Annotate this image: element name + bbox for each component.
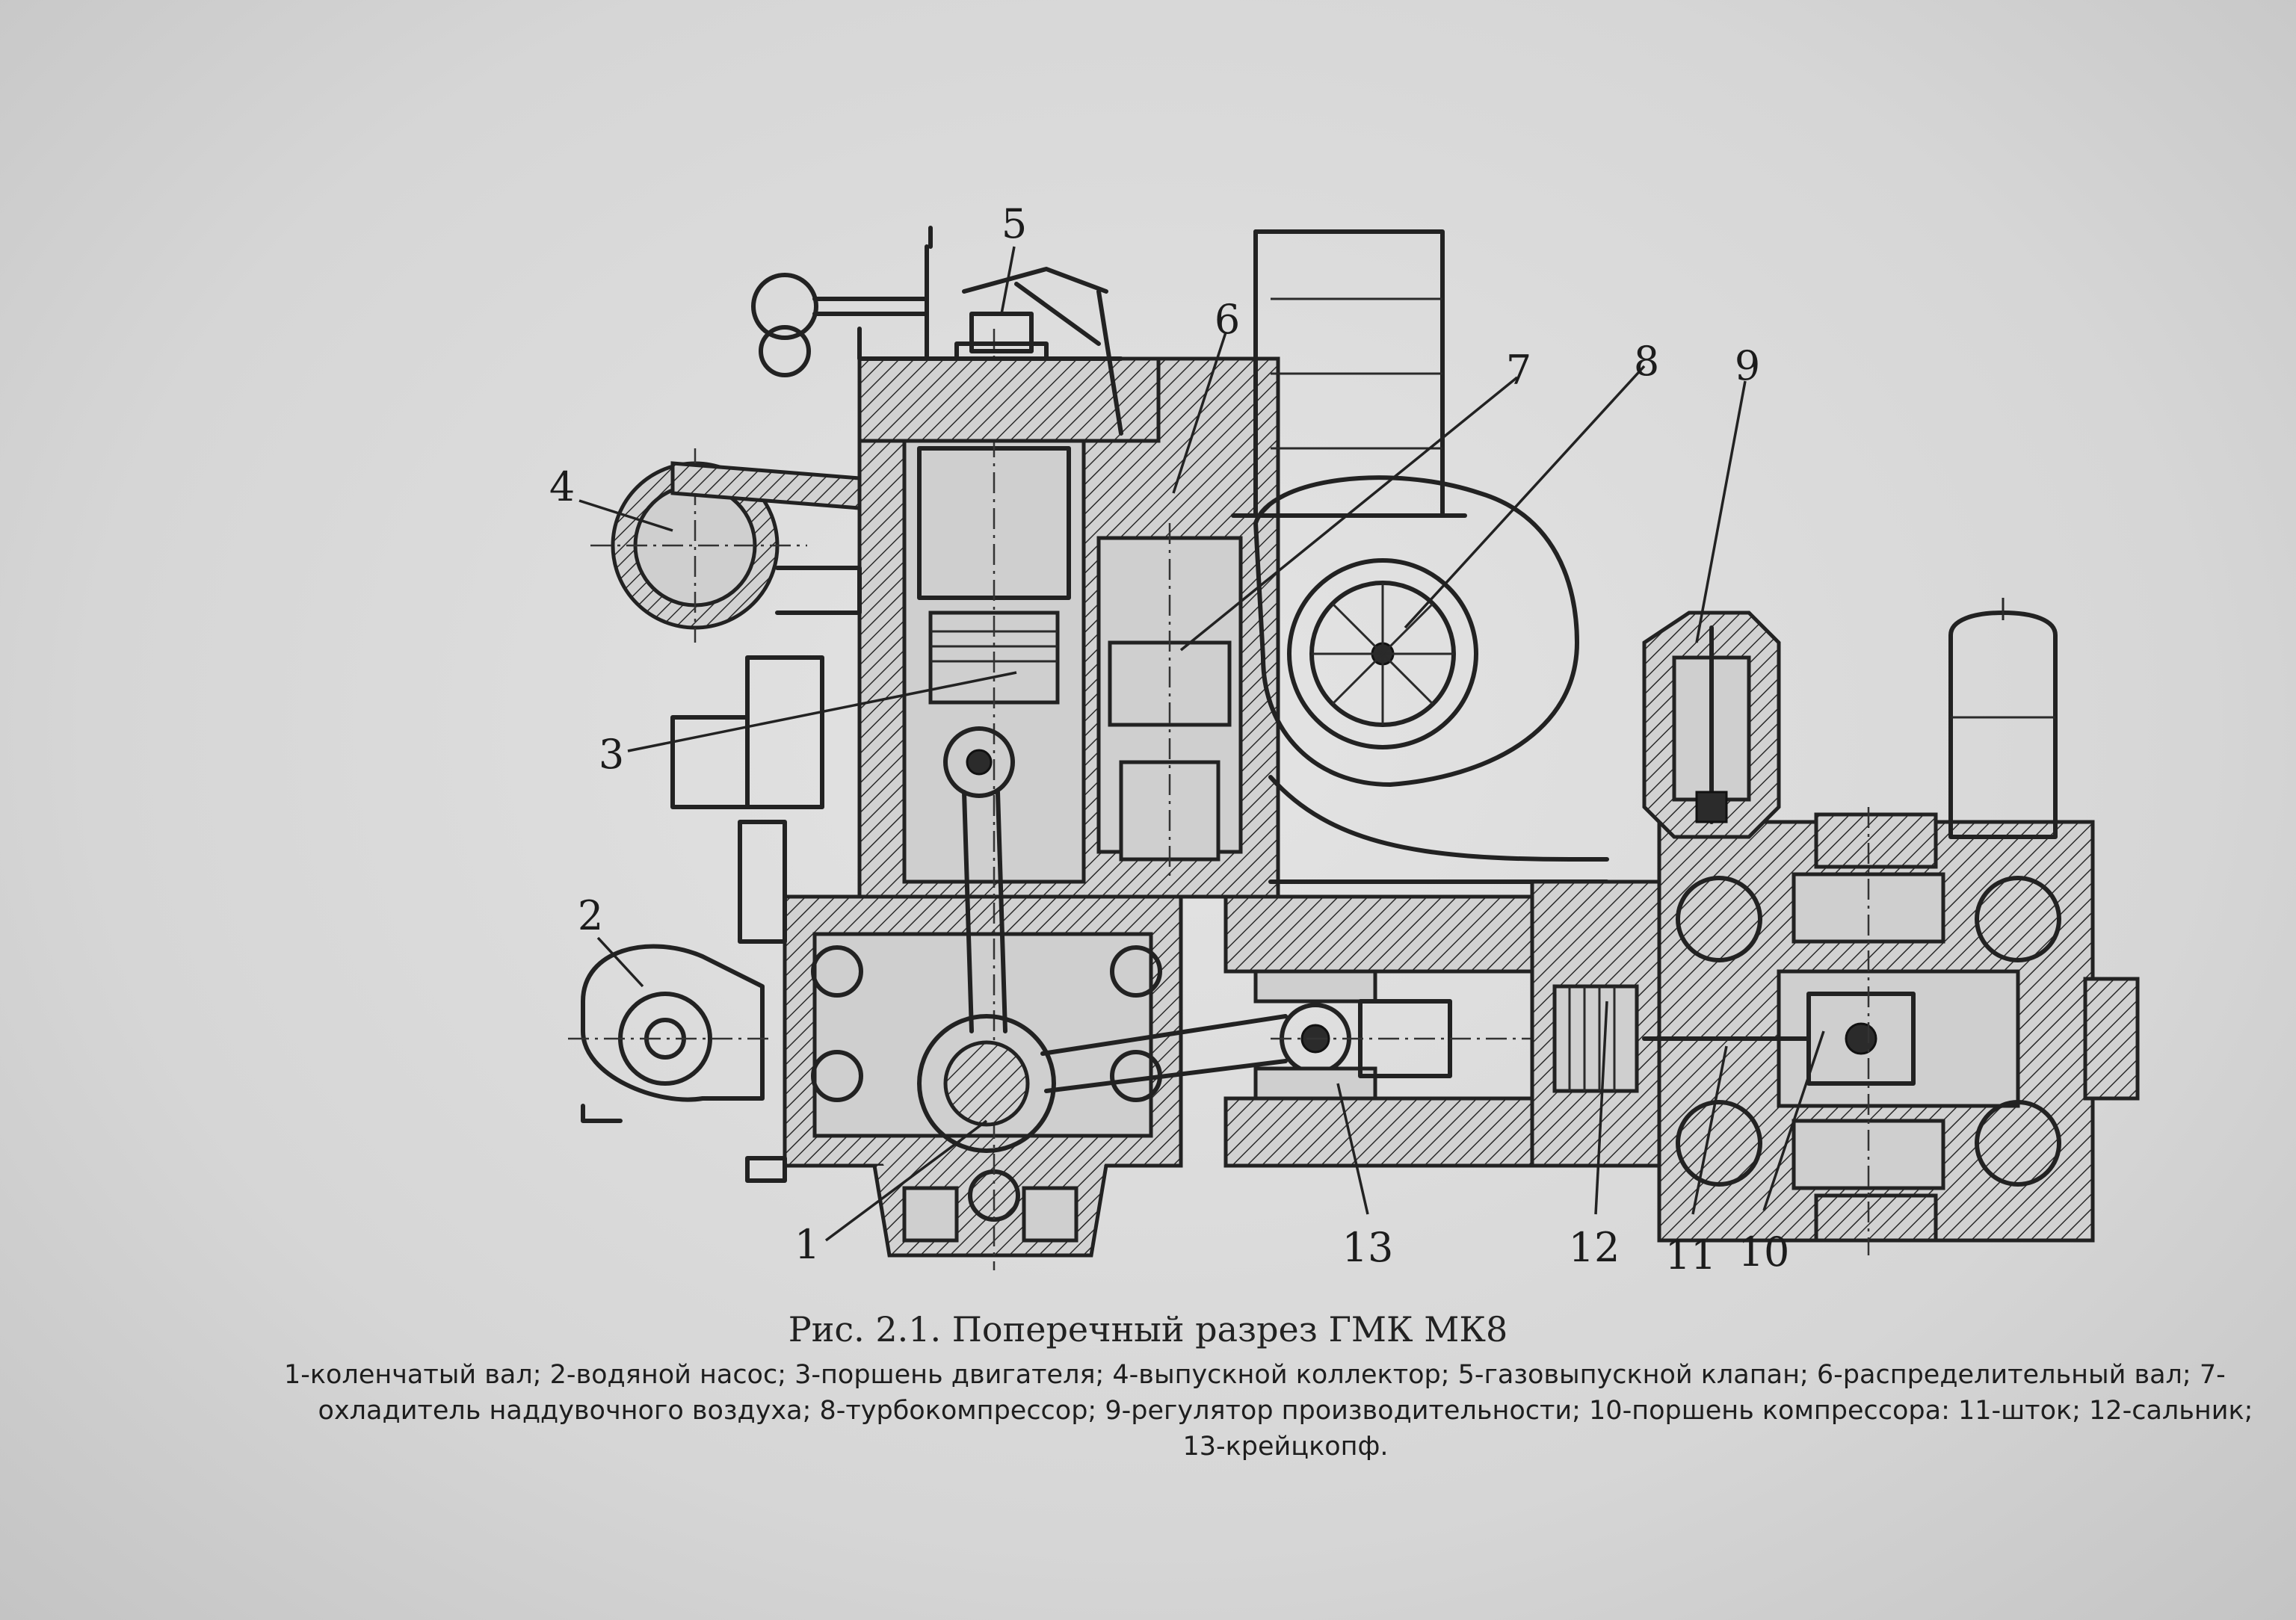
callout-2: 2 (577, 892, 604, 939)
legend-line-2: охладитель наддувочного воздуха; 8-турбо… (318, 1396, 2253, 1426)
callout-3: 3 (598, 731, 625, 778)
turbocharger (1253, 475, 1609, 884)
callout-6: 6 (1214, 296, 1241, 343)
water-pump (568, 655, 824, 1123)
callout-8: 8 (1633, 338, 1660, 385)
charge-air-cooler-frame (1231, 229, 1467, 518)
callout-1: 1 (794, 1221, 821, 1268)
callout-11: 11 (1664, 1231, 1717, 1279)
callout-10: 10 (1738, 1228, 1790, 1276)
cylinder-head (857, 226, 1161, 443)
legend-line-3: 13-крейцкопф. (1182, 1432, 1389, 1462)
legend-line-1: 1-коленчатый вал; 2-водяной насос; 3-пор… (284, 1360, 2226, 1390)
exhaust-manifold (590, 273, 929, 643)
connecting-rod (917, 726, 1351, 1153)
figure-caption: Рис. 2.1. Поперечный разрез ГМК МК8 (788, 1309, 1508, 1350)
leader-lines (578, 246, 1825, 1242)
compressor (1642, 807, 2140, 1255)
callout-13: 13 (1342, 1224, 1394, 1271)
callout-5: 5 (1001, 200, 1028, 247)
air-receiver (1948, 598, 2058, 839)
capacity-regulator (1642, 610, 1781, 839)
stuffing-box (1530, 879, 1661, 1168)
crankcase (745, 894, 1183, 1258)
callout-4: 4 (549, 463, 575, 510)
callout-9: 9 (1734, 342, 1761, 389)
callout-12: 12 (1568, 1224, 1620, 1271)
figure-legend: 1-коленчатый вал; 2-водяной насос; 3-пор… (284, 1357, 2287, 1465)
callout-7: 7 (1505, 347, 1532, 394)
cylinder-block (857, 329, 1280, 1270)
